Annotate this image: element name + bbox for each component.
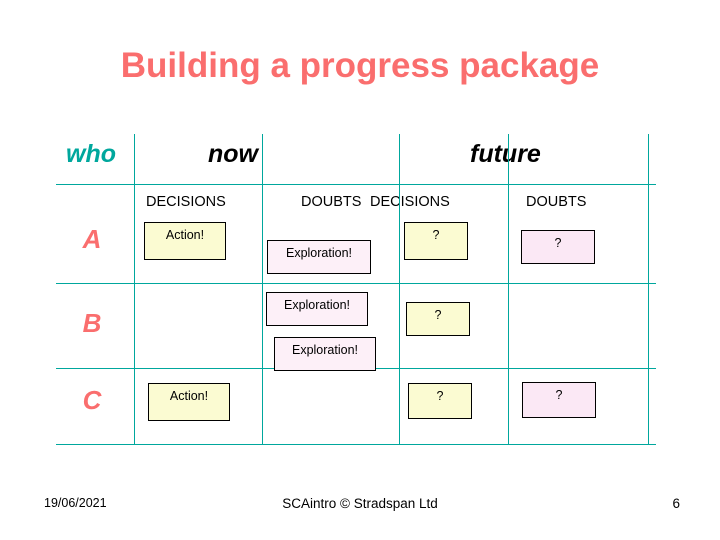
subheader-now-decisions: DECISIONS xyxy=(146,194,226,210)
card-c-future-doubts[interactable]: ? xyxy=(522,382,596,418)
grid-vline-4 xyxy=(508,134,509,444)
row-label-c: C xyxy=(82,385,102,415)
grid-vline-3 xyxy=(399,134,400,444)
row-label-a: A xyxy=(82,224,102,254)
card-a-future-doubts[interactable]: ? xyxy=(521,230,595,264)
page-title: Building a progress package xyxy=(120,46,600,85)
footer-copyright: SCAintro © Stradspan Ltd xyxy=(282,496,438,511)
row-label-b: B xyxy=(82,308,102,338)
grid-vline-1 xyxy=(134,134,135,444)
card-a-future-decisions[interactable]: ? xyxy=(404,222,468,260)
card-b-now-doubts[interactable]: Exploration! xyxy=(266,292,368,326)
progress-package-matrix: who now future DECISIONS DOUBTS DECISION… xyxy=(56,128,656,450)
grid-hline-top xyxy=(56,184,656,185)
card-a-now-decisions[interactable]: Action! xyxy=(144,222,226,260)
subheader-future-doubts: DOUBTS xyxy=(526,194,587,210)
grid-vline-2 xyxy=(262,134,263,444)
grid-hline-bottom xyxy=(56,444,656,445)
card-b-future-decisions[interactable]: ? xyxy=(406,302,470,336)
footer-page-number: 6 xyxy=(672,496,680,511)
grid-vline-5 xyxy=(648,134,649,444)
subheader-future-decisions: DECISIONS xyxy=(370,194,450,210)
column-header-future: future xyxy=(470,140,541,168)
card-c-now-decisions[interactable]: Action! xyxy=(148,383,230,421)
card-b-now-doubts-second[interactable]: Exploration! xyxy=(274,337,376,371)
grid-hline-row1 xyxy=(56,283,656,284)
footer-date: 19/06/2021 xyxy=(44,496,107,510)
column-header-who: who xyxy=(66,140,116,168)
card-c-future-decisions[interactable]: ? xyxy=(408,383,472,419)
column-header-now: now xyxy=(208,140,258,168)
subheader-now-doubts: DOUBTS xyxy=(301,194,362,210)
card-a-now-doubts[interactable]: Exploration! xyxy=(267,240,371,274)
